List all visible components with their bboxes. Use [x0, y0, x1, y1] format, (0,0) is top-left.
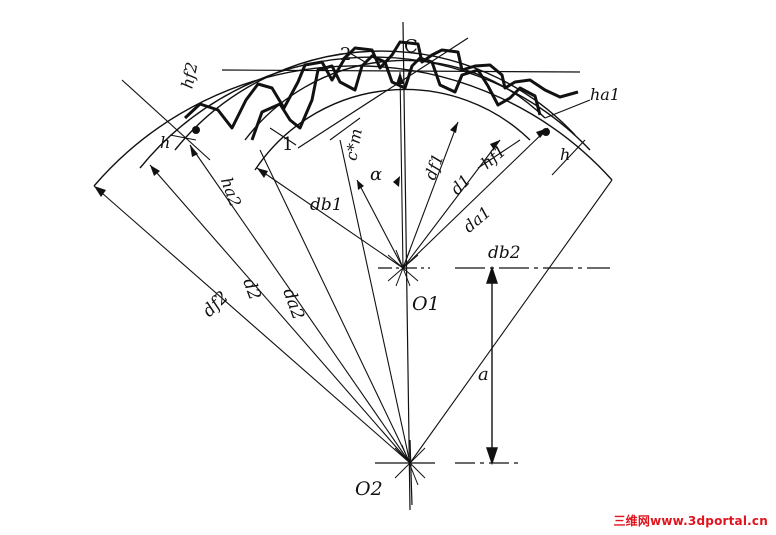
d1-label: d1	[447, 171, 475, 199]
arrowheads	[94, 72, 548, 197]
df1-line	[402, 121, 459, 269]
df1-label: df1	[421, 151, 448, 182]
alpha-label: α	[370, 164, 382, 185]
da1-line	[402, 127, 549, 269]
gear1-base-arc	[254, 88, 531, 171]
ha1-leader	[544, 99, 591, 119]
o1-radial-lines	[256, 71, 549, 269]
df2-line	[93, 185, 411, 464]
hf2-leader	[121, 79, 211, 161]
d1-line	[402, 139, 501, 269]
a-arrow-bottom	[486, 447, 498, 466]
tangent-line	[221, 69, 581, 73]
center-line	[402, 21, 411, 511]
gear2-leader	[347, 51, 366, 63]
da2-arrow	[190, 145, 198, 157]
a-label: a	[478, 364, 489, 385]
c-line	[399, 71, 404, 269]
right-contact-dot	[542, 128, 550, 136]
o2-tick-3	[401, 444, 419, 486]
d2-line	[149, 164, 411, 464]
d1-arrow	[490, 140, 500, 150]
construction-lines	[221, 21, 610, 511]
leader-lines	[121, 51, 591, 176]
db1-label: db1	[310, 195, 343, 215]
center-distance-dimension	[486, 265, 498, 466]
h-right-label: h	[560, 145, 570, 164]
alpha-line	[356, 179, 404, 269]
hf1-leader	[477, 139, 521, 169]
db1-arrow	[257, 168, 268, 178]
h-left-label: h	[160, 133, 170, 152]
hf1-label: hf1	[477, 141, 509, 173]
o1-center-marks	[387, 249, 419, 287]
gear1-leader	[269, 127, 297, 146]
df1-arrow	[450, 122, 458, 133]
o2-right-line	[409, 179, 613, 464]
a-arrow-top	[486, 265, 498, 284]
ha1-label: ha1	[590, 85, 620, 104]
o2-crosshair-v	[409, 439, 413, 506]
cm-label: c*m	[342, 127, 366, 162]
gear-teeth	[183, 40, 579, 141]
df2-label: df2	[199, 287, 233, 321]
site-watermark: 三维网www.3dportal.cn	[613, 514, 768, 528]
h-right-leader	[551, 139, 586, 176]
o2-center-marks	[394, 444, 426, 486]
gear2-addendum-arc	[139, 56, 591, 169]
da2-line	[189, 144, 411, 464]
o1-label: O1	[412, 293, 440, 315]
db1-line	[256, 167, 404, 269]
o2-radial-lines	[93, 139, 613, 464]
o2-label: O2	[355, 478, 383, 500]
d2-arrow	[150, 165, 160, 176]
o1-tick-4	[395, 249, 411, 287]
db2-label: db2	[488, 243, 521, 263]
ha2-label: ha2	[217, 175, 245, 210]
db2-line	[259, 149, 411, 464]
c-arrow	[396, 72, 404, 84]
gear2-outer-arc	[93, 65, 613, 187]
hf2-label: hf2	[177, 60, 201, 90]
alpha-arrow-left	[357, 180, 364, 190]
gear2-number: 2	[340, 44, 351, 65]
h-left-leader	[169, 134, 197, 141]
df2-arrow	[94, 186, 106, 197]
o2-tick-2	[394, 447, 426, 479]
line-of-action	[297, 37, 469, 149]
da1-label: da1	[459, 203, 494, 237]
gear2-teeth-profile	[183, 40, 579, 130]
gear1-teeth-profile	[250, 54, 542, 141]
pitch-point-label: C	[404, 36, 418, 57]
o2-steep-line	[339, 139, 411, 464]
gear1-number: 1	[282, 134, 293, 155]
d2-label: d2	[238, 276, 264, 303]
left-contact-dot	[192, 126, 200, 134]
alpha-arrow-right	[393, 176, 400, 187]
cm-leader	[329, 117, 361, 141]
